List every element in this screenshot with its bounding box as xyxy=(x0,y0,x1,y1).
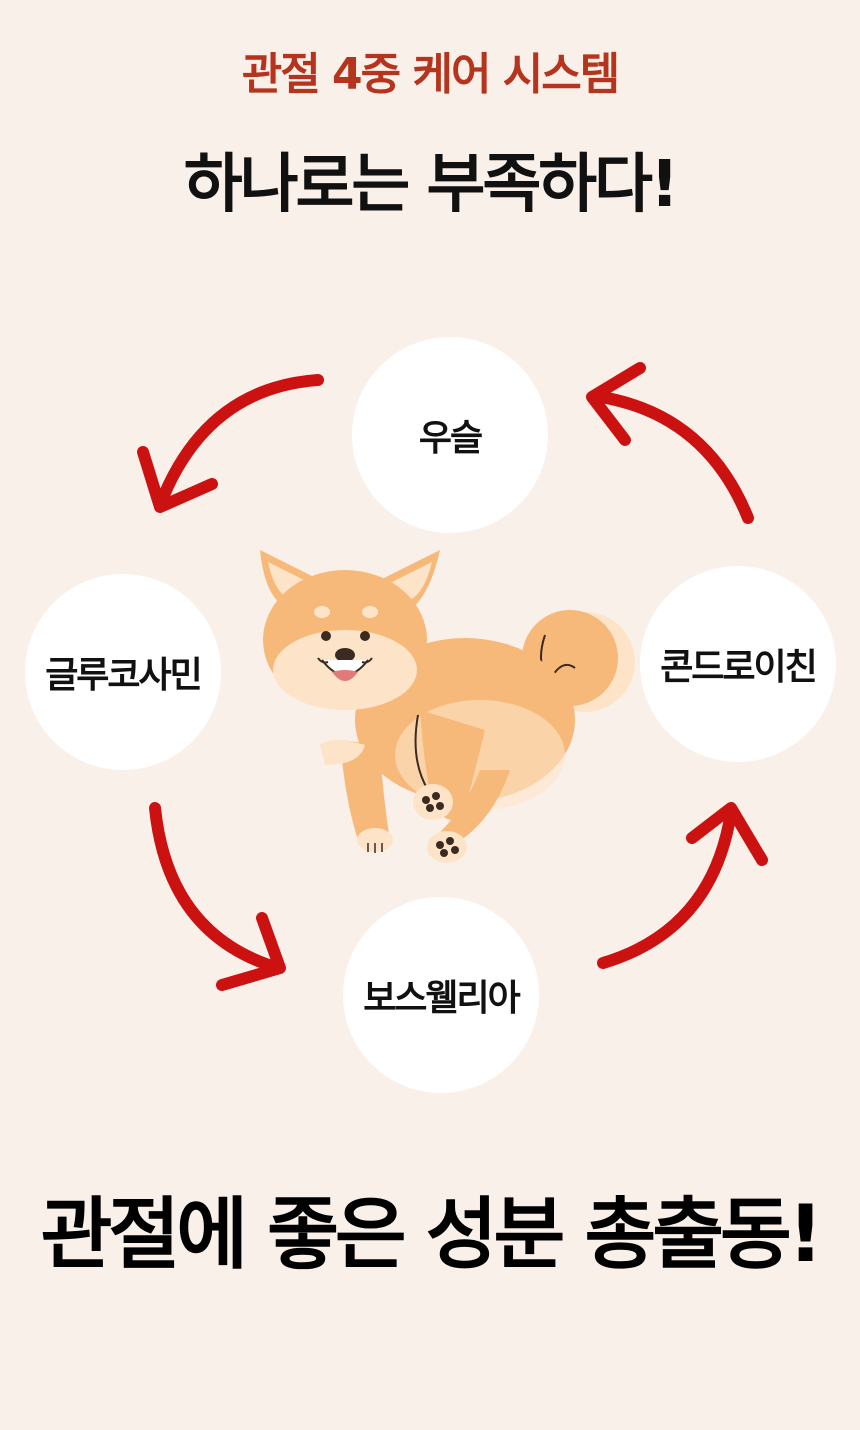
arrow-top-right xyxy=(589,390,754,524)
ingredient-node-bottom: 보스웰리아 xyxy=(343,897,539,1093)
shiba-dog-illustration xyxy=(260,550,635,863)
footer-title: 관절에 좋은 성분 총출동! xyxy=(40,1190,824,1280)
dog-nose xyxy=(335,648,355,662)
ingredient-node-top: 우슬 xyxy=(352,337,548,533)
ingredient-node-left: 글루코사민 xyxy=(25,574,221,770)
dog-paw-2 xyxy=(427,831,467,863)
arrow-top-left xyxy=(154,374,324,511)
arrow-bottom-right xyxy=(597,806,737,969)
arrowhead-bottom-right xyxy=(686,802,768,866)
dog-front-leg xyxy=(340,740,390,846)
ingredient-label-bottom: 보스웰리아 xyxy=(363,978,521,1019)
dog-paw xyxy=(413,784,453,820)
ingredient-label-top: 우슬 xyxy=(418,418,483,459)
headline: 하나로는 부족하다! xyxy=(183,148,680,222)
arrowhead-top-right xyxy=(586,362,646,446)
ingredient-node-right: 콘드로이친 xyxy=(640,566,836,762)
section-kicker: 관절 4중 케어 시스템 xyxy=(241,49,620,100)
arrow-bottom-left xyxy=(149,802,284,974)
arrowhead-top-left xyxy=(137,446,218,513)
dog-eye-left xyxy=(321,631,331,641)
ingredient-label-right: 콘드로이친 xyxy=(660,647,818,688)
ingredient-label-left: 글루코사민 xyxy=(45,655,203,696)
dog-eye-right xyxy=(360,631,370,641)
arrowhead-bottom-left xyxy=(216,912,286,991)
